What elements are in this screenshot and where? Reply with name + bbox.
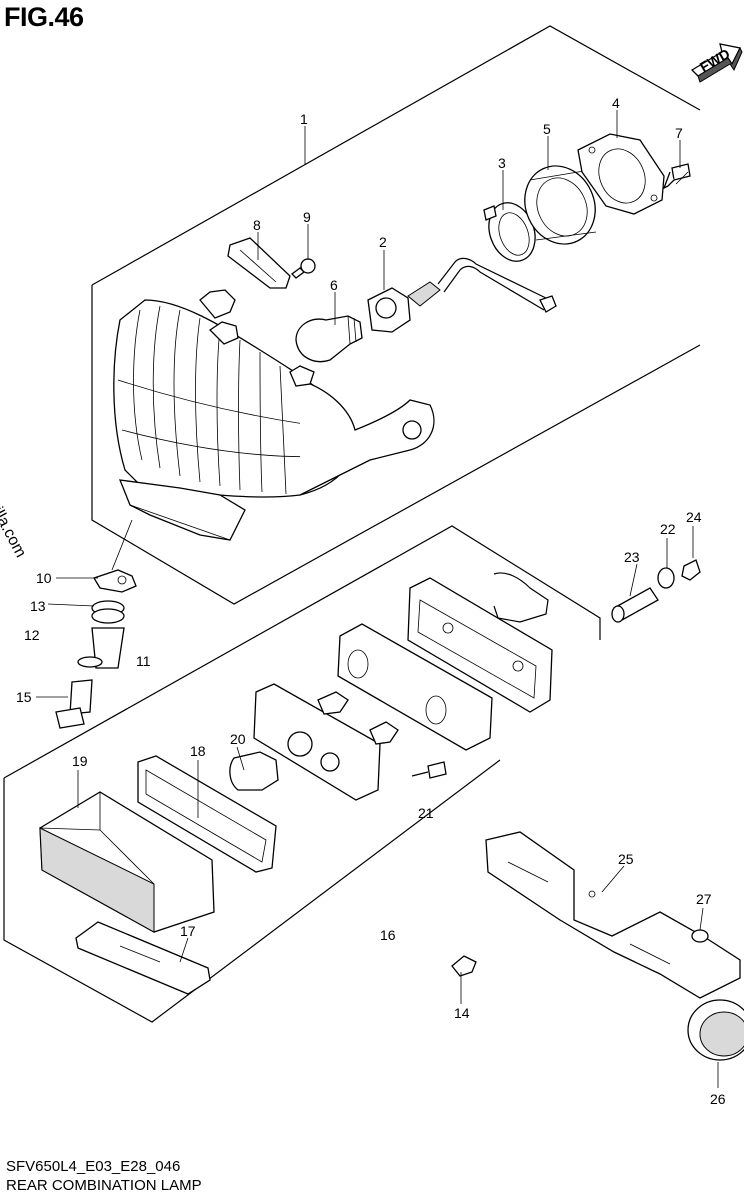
callout-11: 11 — [136, 653, 151, 669]
callout-14: 14 — [454, 1005, 470, 1021]
ring-5 — [524, 165, 597, 245]
callout-10: 10 — [36, 570, 52, 586]
callout-2: 2 — [379, 234, 387, 250]
tail-lamp-housing — [113, 289, 435, 541]
callout-12: 12 — [24, 627, 40, 643]
callout-7: 7 — [675, 125, 683, 141]
bulb-20 — [229, 751, 279, 791]
callout-21: 21 — [418, 805, 434, 821]
callout-27: 27 — [696, 891, 712, 907]
callout-19: 19 — [72, 753, 88, 769]
washer-22 — [657, 567, 675, 589]
callout-6: 6 — [330, 277, 338, 293]
callout-4: 4 — [612, 95, 620, 111]
callout-labels: 1 2 3 4 5 6 7 8 9 10 11 12 13 14 15 16 1… — [16, 95, 726, 1107]
callout-24: 24 — [686, 509, 702, 525]
bolt-15 — [69, 679, 93, 715]
socket-wire-2 — [367, 257, 557, 333]
callout-23: 23 — [624, 549, 640, 565]
nut-24 — [681, 559, 701, 581]
callout-22: 22 — [660, 521, 676, 537]
assembly-box-lower-bottom — [3, 759, 501, 1023]
assembly-box-upper — [91, 25, 701, 286]
cushion-10 — [93, 569, 137, 593]
callout-1: 1 — [300, 111, 308, 127]
callout-3: 3 — [498, 155, 506, 171]
callout-17: 17 — [180, 923, 196, 939]
rubber-14 — [451, 955, 477, 977]
spacer-12 — [91, 627, 125, 669]
callout-8: 8 — [253, 217, 261, 233]
fwd-arrow-icon: FWD — [690, 43, 743, 83]
nut-27 — [691, 929, 709, 943]
mount-hardware-stack — [55, 569, 137, 729]
callout-15: 15 — [16, 689, 32, 705]
bulb-6 — [295, 315, 363, 363]
callout-9: 9 — [303, 209, 311, 225]
screw-9 — [291, 258, 316, 279]
lens-19 — [39, 791, 215, 933]
license-lamp-housing-16 — [253, 572, 553, 801]
callout-25: 25 — [618, 851, 634, 867]
assembly-box-upper-right — [91, 285, 701, 605]
callout-20: 20 — [230, 731, 246, 747]
bracket-8 — [227, 237, 291, 289]
callout-13: 13 — [30, 598, 46, 614]
gasket-18 — [137, 755, 277, 873]
callout-18: 18 — [190, 743, 206, 759]
screw-7 — [662, 163, 691, 190]
reflector-26 — [687, 999, 744, 1061]
gasket-plate-4 — [577, 133, 665, 215]
callout-5: 5 — [543, 121, 551, 137]
figure-title: FIG.46 — [4, 2, 84, 32]
screw-21 — [411, 761, 447, 779]
spacer-hardware-right — [611, 559, 701, 623]
assembly-box-lower — [3, 525, 601, 779]
callout-16: 16 — [380, 927, 396, 943]
washer — [77, 656, 103, 668]
diagram-title: REAR COMBINATION LAMP — [6, 1177, 202, 1194]
diagram-code: SFV650L4_E03_E28_046 — [6, 1158, 181, 1175]
callout-26: 26 — [710, 1091, 726, 1107]
lens-plate-17 — [75, 921, 211, 995]
bracket-25 — [485, 831, 741, 999]
leader-lines — [36, 110, 719, 1088]
